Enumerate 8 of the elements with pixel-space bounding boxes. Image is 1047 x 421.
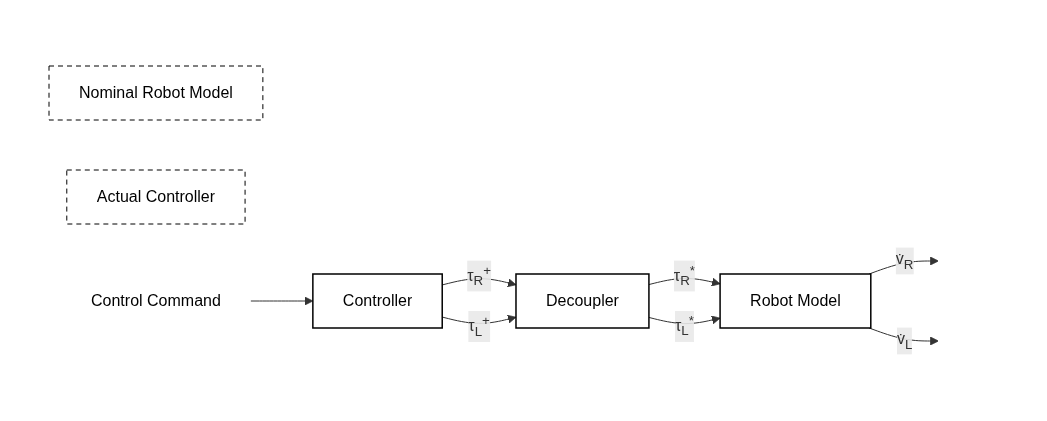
node-text: Control Command <box>90 291 221 309</box>
node-box: Robot Model <box>719 272 872 329</box>
node-box: Actual Controller <box>66 169 246 224</box>
edge-label: v̇$_{R}$ <box>895 249 914 272</box>
node-box: Nominal Robot Model <box>48 65 264 120</box>
node-box: Controller <box>311 272 443 329</box>
edge-label: v̇$_{L}$ <box>896 329 913 352</box>
node-box: Decoupler <box>515 272 650 329</box>
